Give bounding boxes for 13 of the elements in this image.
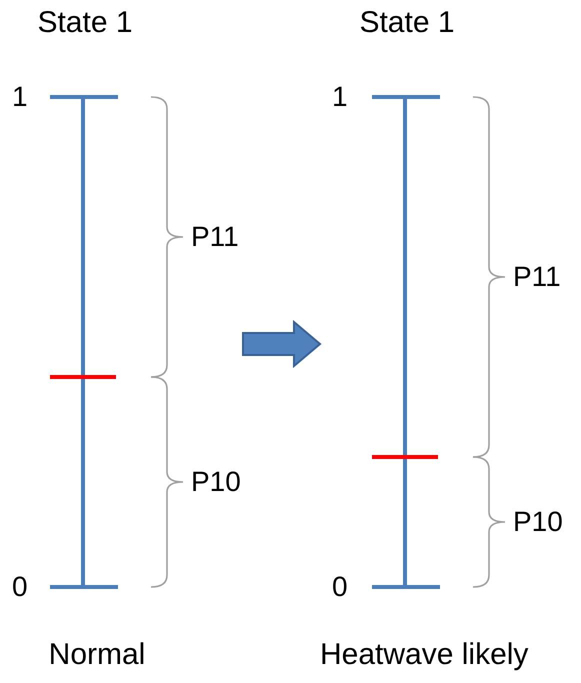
- arrow: [242, 320, 322, 368]
- scale-value: 1: [12, 83, 28, 111]
- probability-label: P10: [191, 468, 241, 496]
- probability-label: P11: [513, 263, 561, 291]
- scale-value: 1: [332, 83, 348, 111]
- probability-label: P10: [513, 508, 563, 536]
- state-heading: State 1: [37, 8, 133, 38]
- scale-value: 0: [12, 573, 28, 601]
- scenario-caption: Normal: [48, 640, 146, 670]
- probability-label: P11: [191, 223, 239, 251]
- scenario-caption: Heatwave likely: [320, 640, 528, 670]
- state-heading: State 1: [359, 8, 455, 38]
- scale-value: 0: [332, 573, 348, 601]
